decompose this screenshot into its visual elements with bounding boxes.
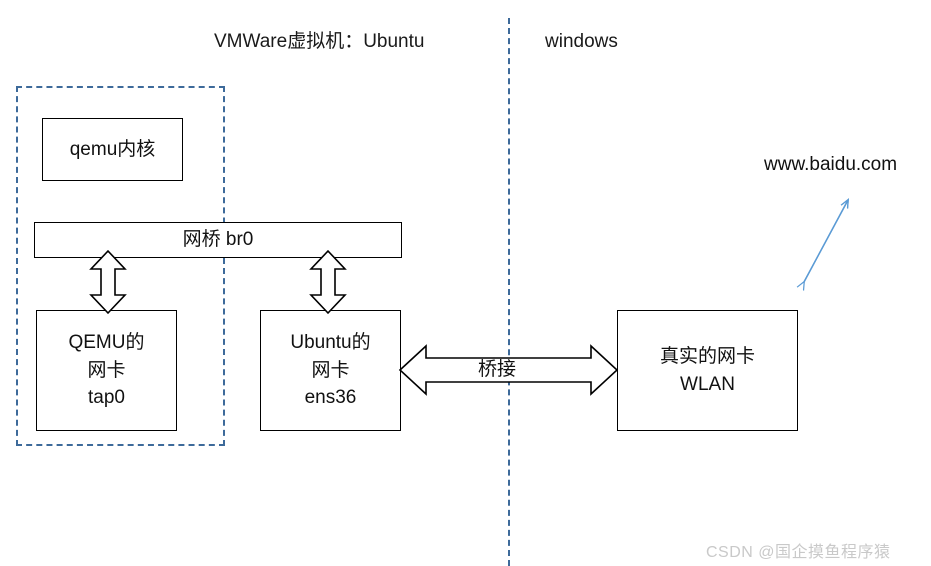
box-bridge-br0: 网桥 br0 [34, 222, 402, 258]
box-real-nic-wlan: 真实的网卡 WLAN [617, 310, 798, 431]
box-bridge-label: 网桥 br0 [182, 229, 254, 251]
connector-label-bridging: 桥接 [478, 359, 517, 380]
csdn-watermark: CSDN @国企摸鱼程序猿 [706, 544, 891, 561]
host-guest-divider [508, 18, 510, 566]
box-ubuntu-nic-ens36: Ubuntu的 网卡 ens36 [260, 310, 401, 431]
box-real-nic-line-2: WLAN [680, 373, 735, 395]
vertical-double-arrow-right-icon [309, 249, 347, 315]
vm-boundary-dashed-box [16, 86, 225, 446]
box-qemu-nic-line-2: 网卡 [87, 359, 126, 381]
box-qemu-nic-line-3: tap0 [88, 387, 125, 409]
box-qemu-nic-line-1: QEMU的 [68, 332, 145, 354]
vertical-double-arrow-left-icon [89, 249, 127, 315]
horizontal-double-arrow-icon [398, 344, 619, 396]
box-qemu-kernel: qemu内核 [42, 118, 183, 181]
box-qemu-nic-tap0: QEMU的 网卡 tap0 [36, 310, 177, 431]
box-real-nic-line-1: 真实的网卡 [659, 345, 755, 367]
internet-double-arrow-icon [795, 192, 865, 292]
box-qemu-kernel-line-1: qemu内核 [69, 138, 156, 160]
box-ubuntu-nic-line-3: ens36 [304, 387, 357, 409]
box-ubuntu-nic-line-1: Ubuntu的 [290, 332, 371, 354]
region-label-vmware-ubuntu: VMWare虚拟机：Ubuntu [214, 31, 425, 52]
internet-url-label: www.baidu.com [764, 154, 898, 175]
region-label-windows: windows [545, 31, 618, 52]
box-ubuntu-nic-line-2: 网卡 [311, 359, 350, 381]
